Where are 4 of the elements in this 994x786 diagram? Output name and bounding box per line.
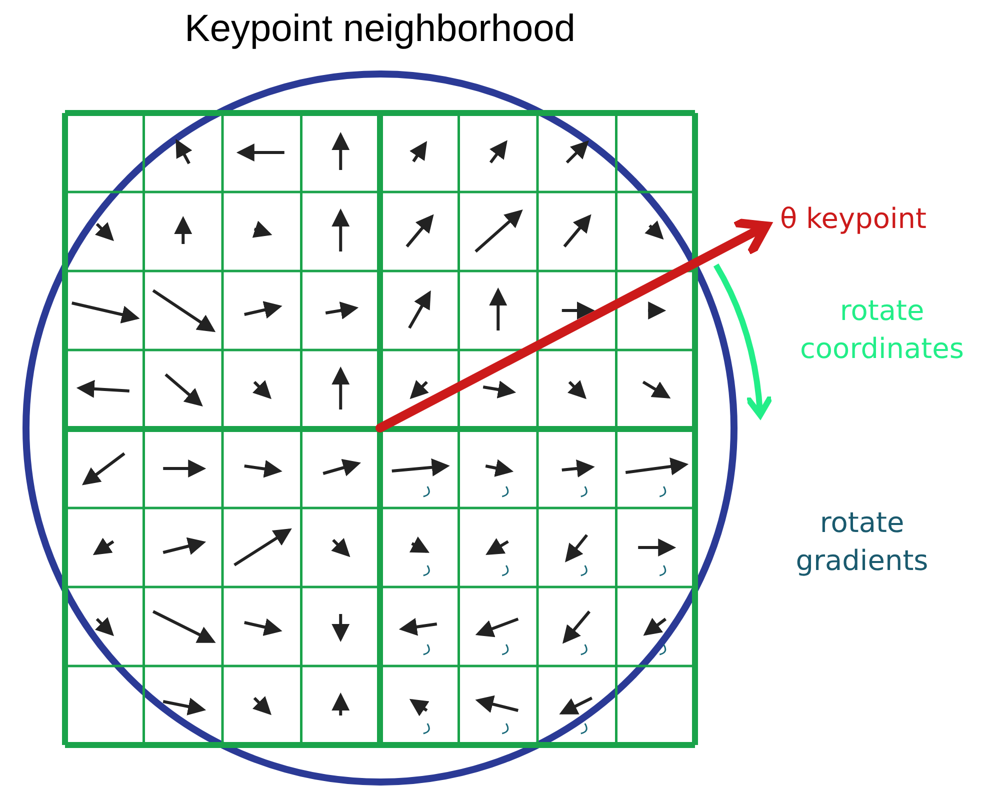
rotate-gradients-label: rotate gradients [794,505,930,579]
rotate-coordinates-label: rotate coordinates [799,293,965,367]
title: Keypoint neighborhood [184,7,576,52]
keypoint-label: θ keypoint [780,201,926,237]
